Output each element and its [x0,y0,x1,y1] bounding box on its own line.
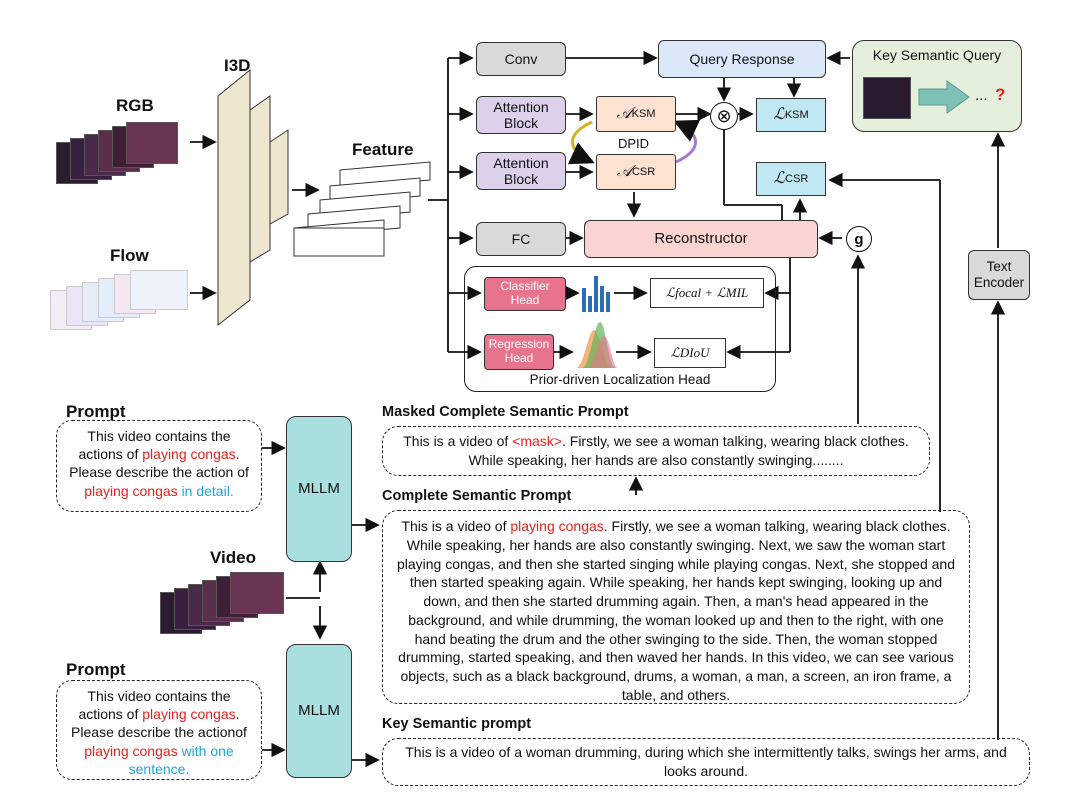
dpid-label: DPID [618,136,650,151]
diou-loss: ℒDIoU [654,338,726,368]
query-response-block: Query Response [658,40,826,78]
i3d-label: I3D [224,56,251,75]
classifier-head-block: Classifier Head [484,277,566,311]
attention-block-2: Attention Block [476,152,566,190]
mllm-block-2: MLLM [286,644,352,778]
reconstructor-block: Reconstructor [584,220,818,258]
attention-block-1: Attention Block [476,96,566,134]
feature-label: Feature [352,140,414,159]
query-ellipsis: ... [975,87,988,104]
video-frames [160,570,286,634]
rgb-label: RGB [116,96,154,115]
masked-prompt-header: Masked Complete Semantic Prompt [382,404,629,420]
complete-prompt-box: This is a video of playing congas. First… [382,510,970,704]
query-arrow-icon [918,80,970,114]
prompt-box-2: This video contains the actions of playi… [56,680,262,780]
mllm-block-1: MLLM [286,416,352,562]
multiply-operator: ⊗ [710,102,738,130]
key-prompt-header: Key Semantic prompt [382,716,532,732]
query-video-thumbnail [863,77,911,119]
prompt-label-1: Prompt [66,402,126,421]
flow-label: Flow [110,246,149,265]
key-prompt-box: This is a video of a woman drumming, dur… [382,738,1030,786]
g-node: g [846,226,872,252]
text-encoder-block: Text Encoder [968,250,1030,300]
fc-block: FC [476,222,566,256]
complete-prompt-header: Complete Semantic Prompt [382,488,572,504]
masked-prompt-box: This is a video of <mask>. Firstly, we s… [382,426,930,476]
localization-head-title: Prior-driven Localization Head [529,372,711,387]
rgb-frames [56,120,186,184]
regression-head-block: Regression Head [484,334,554,370]
prompt-box-1: This video contains the actions of playi… [56,420,262,512]
prompt-label-2: Prompt [66,660,126,679]
flow-frames [50,268,188,330]
localization-head-panel [464,266,776,392]
video-label: Video [210,548,256,567]
query-question-mark: ? [995,85,1006,104]
key-semantic-query-title: Key Semantic Query [872,47,1002,63]
focal-mil-loss: ℒfocal + ℒMIL [650,278,764,308]
key-semantic-query-panel: Key Semantic Query ... ? [852,40,1022,132]
conv-block: Conv [476,42,566,76]
